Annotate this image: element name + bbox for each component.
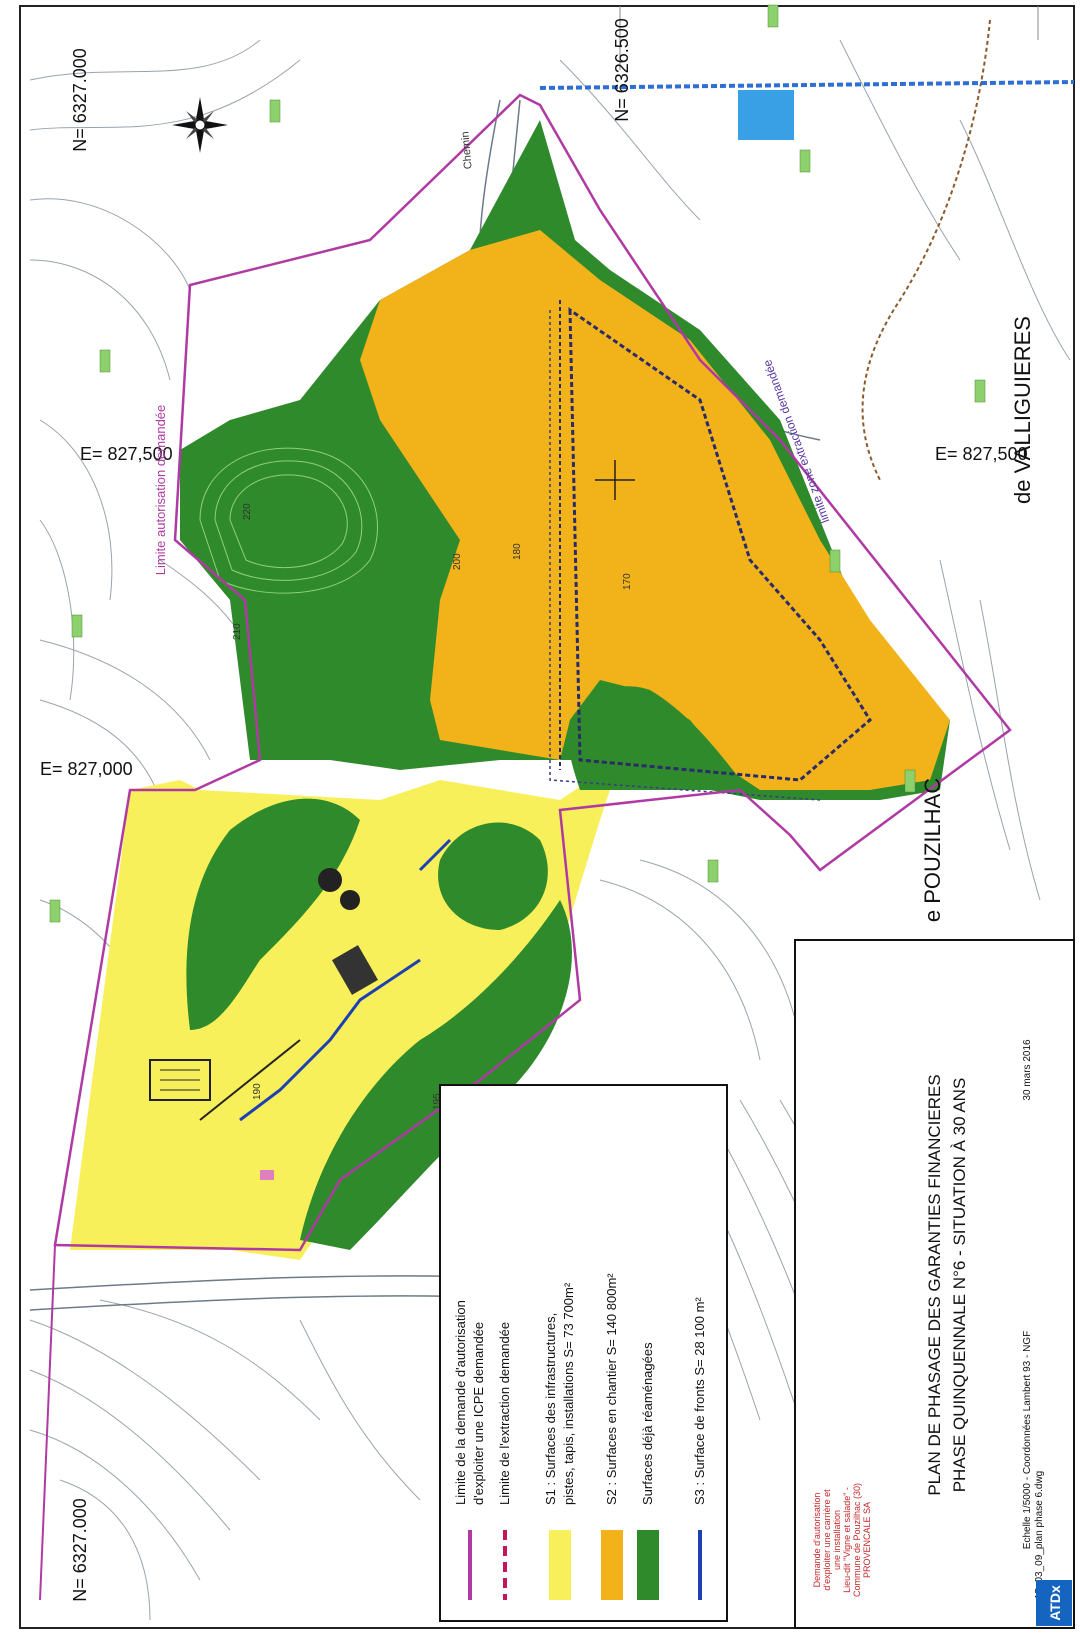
title-file: 15_03_09_plan phase 6.dwg <box>1034 1471 1045 1599</box>
elev-180: 180 <box>512 543 523 560</box>
s2-worksite-area <box>360 230 950 790</box>
lieu-dit-tags <box>49 4 986 923</box>
demand-line: d'exploiter une carrière et <box>822 1489 832 1591</box>
legend-item: S1 : Surfaces des infrastructures,pistes… <box>543 1282 576 1600</box>
title-line-1: PLAN DE PHASAGE DES GARANTIES FINANCIERE… <box>925 1074 944 1495</box>
legend-label: S3 : Surface de fronts S= 28 100 m² <box>692 1297 707 1505</box>
extraction-limit-line <box>568 307 872 782</box>
elev-170: 170 <box>622 573 633 590</box>
legend-label: Limite de l'extraction demandée <box>497 1322 512 1505</box>
place-names: de VALLIGUIERES e POUZILHAC <box>920 316 1035 922</box>
legend-label: d'exploiter une ICPE demandée <box>471 1322 486 1505</box>
commune-limit <box>861 19 991 481</box>
north-label-bottom: N= 6327.000 <box>70 1498 90 1602</box>
map-frame <box>19 5 1075 1629</box>
place-valliguieres: de VALLIGUIERES <box>1010 316 1035 504</box>
north-arrow-icon <box>172 97 228 153</box>
elev-220: 220 <box>242 503 253 520</box>
demand-line: une installation <box>832 1510 842 1570</box>
east-label-right: E= 827,500 <box>935 444 1028 464</box>
legend-box <box>439 1084 728 1622</box>
legend-item: S3 : Surface de fronts S= 28 100 m² <box>692 1297 707 1600</box>
title-date: 30 mars 2016 <box>1022 1039 1033 1101</box>
front-line <box>549 310 821 801</box>
demand-line: Lieu-dit "Vigne et salade" - <box>842 1487 852 1593</box>
title-line-2: PHASE QUINQUENNALE N°6 - SITUATION À 30 … <box>950 1078 969 1493</box>
front-segments <box>239 838 452 1122</box>
green-reclaimed-knoll <box>438 822 548 930</box>
title-block: PLAN DE PHASAGE DES GARANTIES FINANCIERE… <box>794 939 1075 1629</box>
north-label-top-right: N= 6326.500 <box>612 18 632 122</box>
place-pouzilhac: e POUZILHAC <box>920 778 945 922</box>
elevation-labels: 180 170 200 210 220 190 195 <box>232 503 633 1110</box>
demand-line: Commune de Pouzilhac (30) <box>852 1483 862 1597</box>
elev-210: 210 <box>232 623 243 640</box>
atdx-logo-box <box>1036 1580 1072 1626</box>
elev-190: 190 <box>252 1083 263 1100</box>
water-label-box <box>738 90 794 140</box>
legend-swatch <box>601 1530 623 1600</box>
green-reclaimed-south <box>300 900 572 1250</box>
legend-item: Limite de l'extraction demandée <box>497 1322 512 1600</box>
demand-line: PROVENCALE SA <box>862 1502 872 1578</box>
grid-lines <box>619 6 1039 70</box>
title-block-box <box>794 939 1075 1629</box>
legend-item: Surfaces déjà réaménagées <box>637 1342 659 1600</box>
title-scale: Echelle 1/5000 - Coordonnées Lambert 93 … <box>1022 1331 1033 1549</box>
legend-swatch <box>637 1530 659 1600</box>
legend-item: S2 : Surfaces en chantier S= 140 800m² <box>601 1273 623 1600</box>
elev-195: 195 <box>432 1093 443 1110</box>
plateau-contours <box>199 447 378 594</box>
authorization-boundary-tail <box>39 1244 56 1601</box>
legend-swatch <box>549 1530 571 1600</box>
installations <box>149 868 378 1180</box>
legend-label: Surfaces déjà réaménagées <box>640 1342 655 1505</box>
authorization-boundary <box>53 93 1012 1252</box>
water-line <box>539 80 1075 90</box>
east-label-mid: E= 827,500 <box>80 444 173 464</box>
green-reclaimed-west <box>186 798 360 1030</box>
label-authorization-limit: Limite autorisation demandée <box>153 405 168 576</box>
atdx-logo: ATDx <box>1047 1585 1063 1621</box>
legend-label: S1 : Surfaces des infrastructures, <box>543 1313 558 1505</box>
legend-label: S2 : Surfaces en chantier S= 140 800m² <box>604 1273 619 1505</box>
demand-line: Demande d'autorisation <box>812 1493 822 1588</box>
east-label-left: E= 827,000 <box>40 759 133 779</box>
legend-label: pistes, tapis, installations S= 73 700m² <box>561 1282 576 1505</box>
legend-label: Limite de la demande d'autorisation <box>453 1300 468 1505</box>
label-chemin: Chemin <box>459 131 474 170</box>
grid-labels: N= 6327.000 N= 6326.500 N= 6327.000 E= 8… <box>40 18 1028 1602</box>
north-label-top-left: N= 6327.000 <box>70 48 90 152</box>
elev-200: 200 <box>452 553 463 570</box>
